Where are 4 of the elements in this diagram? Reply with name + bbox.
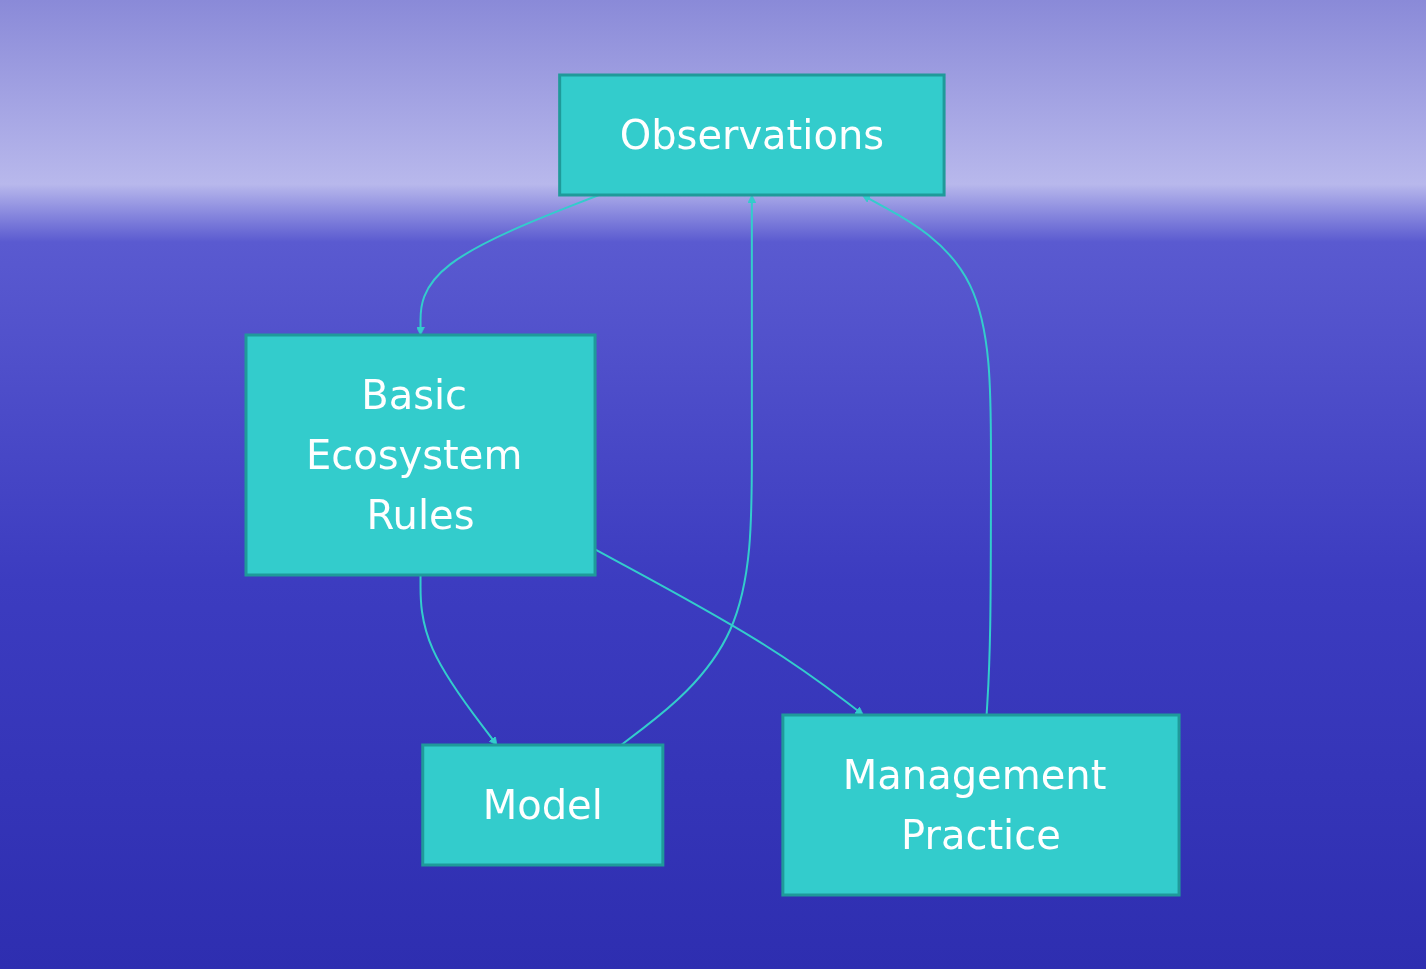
node-box: Model xyxy=(421,743,665,866)
node-box: Observations xyxy=(558,73,947,196)
node-box: Basic Ecosystem Rules xyxy=(244,333,598,576)
node-box: Management Practice xyxy=(781,713,1182,896)
